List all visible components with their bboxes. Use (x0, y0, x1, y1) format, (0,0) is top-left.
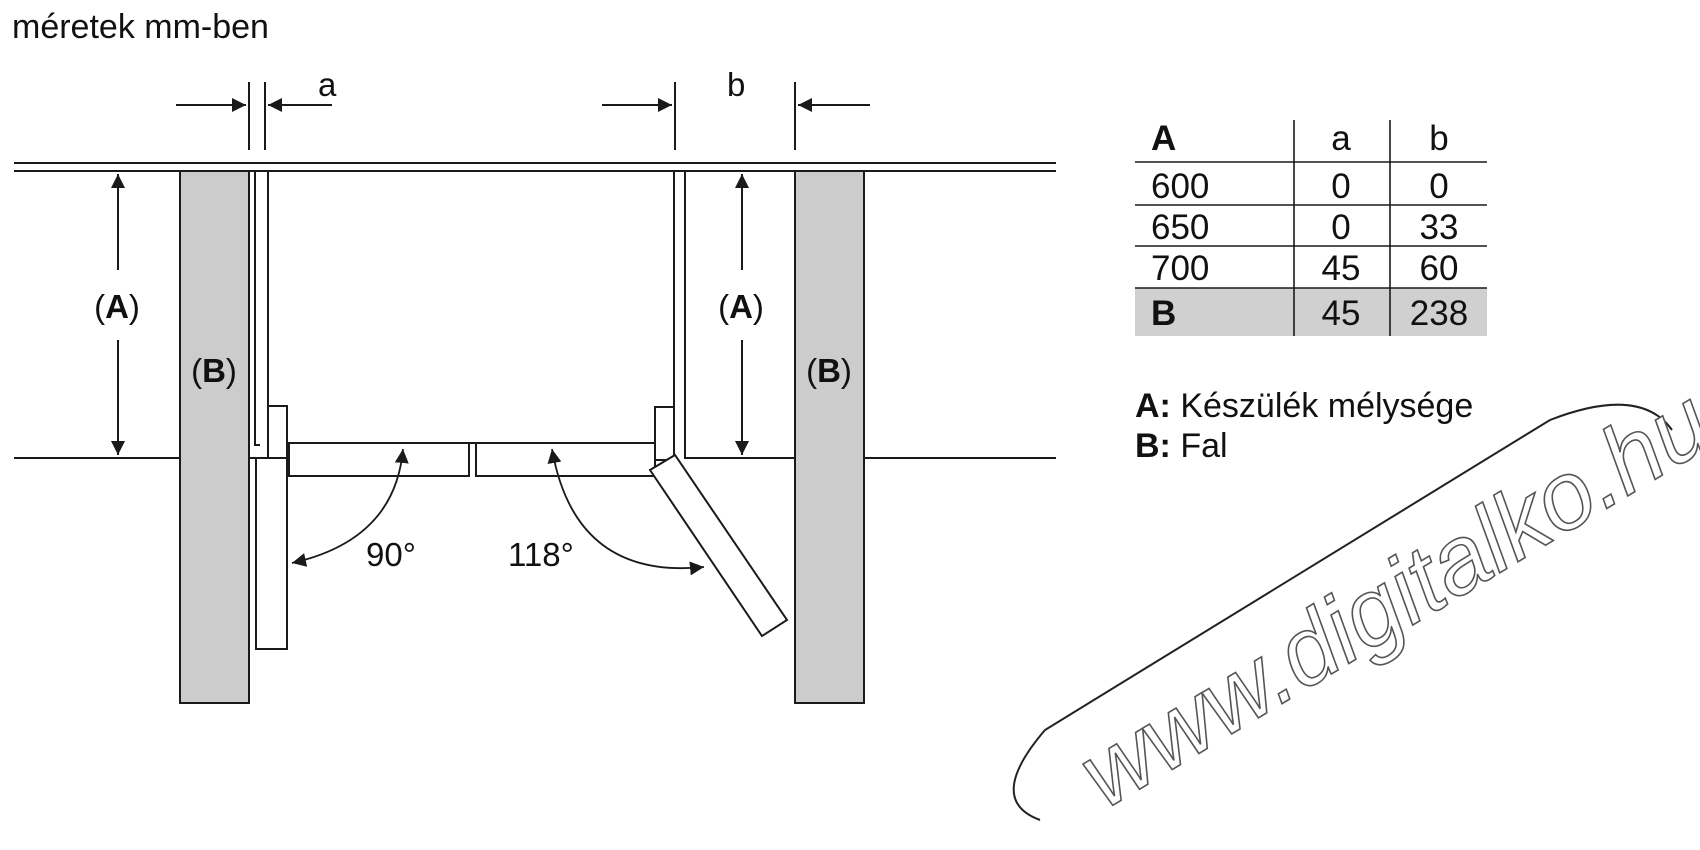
depth-label-left: (A) (94, 288, 140, 325)
table-cell: 0 (1429, 167, 1448, 206)
table-cell: 45 (1322, 249, 1361, 288)
caption: méretek mm-ben (12, 8, 269, 46)
table-cell: 60 (1420, 249, 1459, 288)
table-cell: 45 (1322, 294, 1361, 333)
wall-label-right: (B) (806, 352, 852, 389)
table-cell: B (1151, 294, 1176, 333)
legend-item: A: Készülék mélysége (1135, 387, 1473, 425)
legend: A: Készülék mélysége B: Fal (1135, 387, 1473, 465)
legend-item: B: Fal (1135, 427, 1228, 465)
table-cell: 600 (1151, 167, 1209, 206)
table-cell: 238 (1410, 294, 1468, 333)
side-wall-left (179, 170, 250, 704)
side-wall-right (794, 170, 865, 704)
door-panel-right (475, 442, 656, 477)
gap-label-a: a (318, 66, 337, 103)
appliance-body (254, 171, 686, 458)
watermark: www.digitalko.hu (1012, 367, 1700, 829)
angle-label-right: 118° (508, 536, 574, 573)
table-cell: 0 (1331, 208, 1350, 247)
wall-label-left: (B) (191, 352, 237, 389)
table-header-A: A (1151, 119, 1176, 158)
dimension-table: A a b 600 0 0 650 0 33 700 45 60 B 45 23… (1135, 119, 1487, 336)
table-cell: 650 (1151, 208, 1209, 247)
table-cell: 0 (1331, 167, 1350, 206)
door-panel-left (288, 442, 470, 477)
depth-label-right: (A) (718, 288, 764, 325)
table-header-b: b (1429, 119, 1448, 158)
angle-arc-right (547, 448, 705, 576)
table-cell: 700 (1151, 249, 1209, 288)
angle-label-left: 90° (366, 536, 416, 573)
gap-label-b: b (727, 66, 745, 103)
niche-edges (248, 82, 796, 150)
door-right (648, 406, 789, 638)
door-left (255, 405, 288, 650)
cabinet-front-line (14, 162, 1056, 172)
table-header-a: a (1331, 119, 1351, 158)
table-cell: 33 (1420, 208, 1459, 247)
angle-arc-left (291, 448, 409, 567)
table-highlight-row (1135, 288, 1487, 336)
